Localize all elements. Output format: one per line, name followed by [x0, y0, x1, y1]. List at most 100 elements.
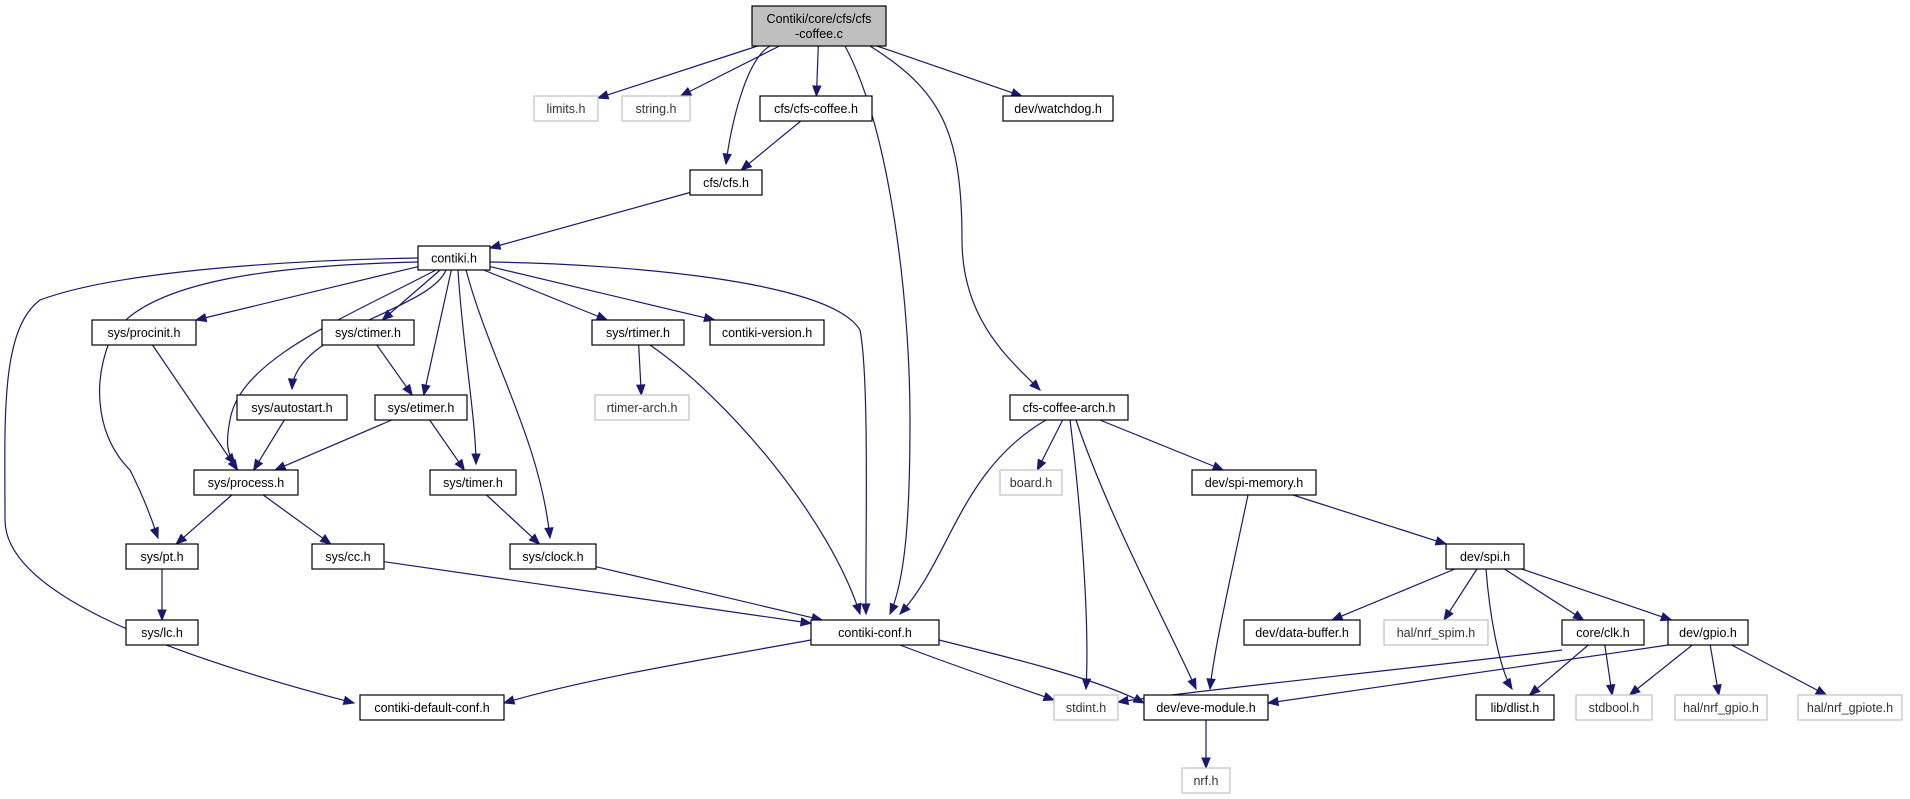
- node-box-nrfgpio: [1674, 694, 1768, 721]
- node-nrfgpio[interactable]: hal/nrf_gpio.h: [1674, 694, 1768, 721]
- node-layer: Contiki/core/cfs/cfs-coffee.c limits.h str…: [91, 5, 1903, 794]
- node-label-nrfspim: hal/nrf_spim.h: [1397, 626, 1476, 640]
- node-label-procinit: sys/procinit.h: [108, 326, 181, 340]
- node-box-spimemory: [1191, 469, 1317, 496]
- edge-gpio-to-stdbool: [1635, 644, 1693, 691]
- edge-arrowhead-conf>stdint: [1042, 692, 1056, 701]
- edge-cfscoffee-to-cfs: [747, 120, 802, 166]
- edge-gpio-to-nrfgpiote: [1731, 644, 1820, 692]
- edge-spi-to-nrfspim: [1447, 568, 1478, 614]
- edge-arrowhead-cfs>contiki: [488, 240, 502, 250]
- node-label-stdint: stdint.h: [1066, 701, 1106, 715]
- node-box-procinit: [91, 319, 197, 346]
- edge-root-to-limits: [605, 45, 758, 97]
- edge-etimer-to-timer: [429, 419, 461, 464]
- node-label-conf: contiki-conf.h: [838, 626, 912, 640]
- node-etimer[interactable]: sys/etimer.h: [374, 394, 468, 421]
- node-version[interactable]: contiki-version.h: [709, 319, 825, 346]
- node-cfs[interactable]: cfs/cfs.h: [689, 169, 763, 196]
- edge-gpio-to-nrfgpio: [1709, 644, 1719, 688]
- node-label-coffeearch: cfs-coffee-arch.h: [1023, 401, 1116, 415]
- node-board[interactable]: board.h: [999, 469, 1063, 496]
- node-defconf[interactable]: contiki-default-conf.h: [359, 694, 505, 721]
- node-label-stdbool: stdbool.h: [1589, 701, 1640, 715]
- node-box-process: [193, 469, 299, 496]
- node-pt[interactable]: sys/pt.h: [125, 543, 199, 570]
- node-clock[interactable]: sys/clock.h: [509, 543, 597, 570]
- node-label-nrfgpio: hal/nrf_gpio.h: [1683, 701, 1759, 715]
- edge-arrowhead-root>watchdog: [1010, 88, 1024, 98]
- edge-contiki-to-rtimer: [483, 269, 600, 318]
- node-box-conf: [810, 619, 940, 646]
- edge-arrowhead-root>cfscoffee: [812, 85, 822, 98]
- node-autostart[interactable]: sys/autostart.h: [236, 394, 348, 421]
- node-label-nrf: nrf.h: [1193, 774, 1218, 788]
- edge-arrowhead-autostart>process: [252, 458, 264, 472]
- node-ctimer[interactable]: sys/ctimer.h: [321, 319, 415, 346]
- edge-root-to-string: [687, 45, 780, 93]
- node-label-clock: sys/clock.h: [522, 550, 583, 564]
- edge-clk-to-stdint: [1117, 649, 1563, 703]
- node-label-ctimer: sys/ctimer.h: [335, 326, 401, 340]
- edge-arrowhead-gpio>nrfgpio: [1712, 683, 1722, 697]
- node-label-process: sys/process.h: [208, 476, 284, 490]
- node-limits[interactable]: limits.h: [533, 95, 599, 122]
- edge-spi-to-databuffer: [1339, 568, 1456, 618]
- node-label-etimer: sys/etimer.h: [388, 401, 455, 415]
- node-label-rtimerarch: rtimer-arch.h: [607, 401, 678, 415]
- node-gpio[interactable]: dev/gpio.h: [1667, 619, 1749, 646]
- node-nrf[interactable]: nrf.h: [1181, 767, 1231, 794]
- node-rtimer[interactable]: sys/rtimer.h: [591, 319, 685, 346]
- node-stdint[interactable]: stdint.h: [1053, 694, 1119, 721]
- node-nrfspim[interactable]: hal/nrf_spim.h: [1383, 619, 1489, 646]
- edge-rtimer-to-rtimerarch: [638, 344, 642, 388]
- edge-arrowhead-etimer>timer: [454, 458, 466, 472]
- edge-arrowhead-gpio>stdbool: [1628, 684, 1641, 696]
- node-box-ctimer: [321, 319, 415, 346]
- node-box-stdbool: [1575, 694, 1653, 721]
- node-contiki[interactable]: contiki.h: [417, 245, 491, 271]
- edge-conf-to-defconf: [503, 639, 812, 704]
- node-spi[interactable]: dev/spi.h: [1445, 543, 1525, 570]
- node-procinit[interactable]: sys/procinit.h: [91, 319, 197, 346]
- edge-contiki-to-pt: [99, 261, 419, 539]
- node-box-clock: [509, 543, 597, 570]
- edge-autostart-to-process: [257, 419, 285, 464]
- edge-root-to-conf: [844, 45, 911, 615]
- node-nrfgpiote[interactable]: hal/nrf_gpiote.h: [1797, 694, 1903, 721]
- edge-arrowhead-contiki>conf: [861, 603, 871, 616]
- node-dlist[interactable]: lib/dlist.h: [1475, 694, 1555, 721]
- edge-arrowhead-clk>stdint: [1116, 695, 1130, 706]
- node-cfscoffee[interactable]: cfs/cfs-coffee.h: [759, 95, 873, 122]
- edge-rtimer-to-conf: [649, 344, 861, 615]
- edge-arrowhead-coffeearch>conf: [899, 603, 911, 615]
- edge-arrowhead-root>conf: [889, 602, 899, 616]
- edge-arrowhead-contiki>autostart: [287, 378, 298, 391]
- node-process[interactable]: sys/process.h: [193, 469, 299, 496]
- node-lc[interactable]: sys/lc.h: [125, 619, 199, 646]
- node-clk[interactable]: core/clk.h: [1561, 619, 1645, 646]
- edge-arrowhead-conf>eve: [1132, 693, 1146, 704]
- node-timer[interactable]: sys/timer.h: [429, 469, 517, 496]
- edge-arrowhead-rtimer>rtimerarch: [636, 384, 646, 397]
- node-stdbool[interactable]: stdbool.h: [1575, 694, 1653, 721]
- node-box-stdint: [1053, 694, 1119, 721]
- node-watchdog[interactable]: dev/watchdog.h: [1002, 95, 1114, 122]
- node-box-eve: [1143, 694, 1269, 721]
- node-databuffer[interactable]: dev/data-buffer.h: [1243, 619, 1361, 646]
- edge-contiki-to-procinit: [203, 266, 419, 319]
- node-cc[interactable]: sys/cc.h: [311, 543, 385, 570]
- edge-root-to-watchdog: [876, 45, 1015, 94]
- node-spimemory[interactable]: dev/spi-memory.h: [1191, 469, 1317, 496]
- edge-contiki-to-version: [489, 265, 707, 319]
- edge-cc-to-conf: [383, 561, 804, 623]
- edge-contiki-to-process: [226, 269, 437, 465]
- node-conf[interactable]: contiki-conf.h: [810, 619, 940, 646]
- edge-arrowhead-process>pt: [175, 533, 188, 545]
- node-box-dlist: [1475, 694, 1555, 721]
- node-root[interactable]: Contiki/core/cfs/cfs-coffee.c: [751, 5, 887, 47]
- node-coffeearch[interactable]: cfs-coffee-arch.h: [1009, 394, 1129, 421]
- node-rtimerarch[interactable]: rtimer-arch.h: [594, 394, 690, 421]
- node-string[interactable]: string.h: [621, 95, 691, 122]
- node-eve[interactable]: dev/eve-module.h: [1143, 694, 1269, 721]
